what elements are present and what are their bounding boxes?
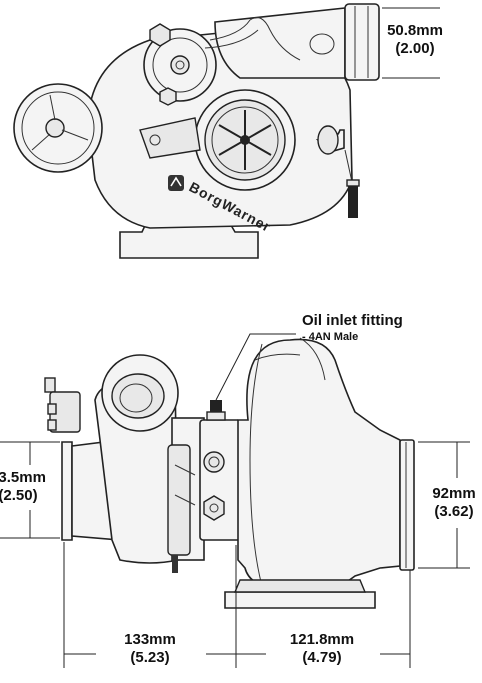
dim-right-length-inch: (4.79) xyxy=(302,649,341,666)
compressor-inlet-flange xyxy=(61,441,73,541)
oil-inlet-callout: Oil inlet fitting - 4AN Male xyxy=(215,312,403,401)
actuator-nut-top xyxy=(149,23,171,47)
bottom-dimension-lengths: 133mm (5.23) 121.8mm (4.79) xyxy=(63,542,411,668)
turbine-base-flange xyxy=(224,591,376,609)
dim-inlet-mm: 63.5mm xyxy=(0,469,46,486)
bearing-block xyxy=(199,419,241,541)
drain-fitting xyxy=(346,179,360,187)
dim-left-length-mm: 133mm xyxy=(124,631,176,648)
side-dimension-outlet: 92mm (3.62) xyxy=(418,441,476,569)
side-view-turbo xyxy=(44,337,415,609)
dim-right-length-mm: 121.8mm xyxy=(290,631,354,648)
drain-fitting-thread xyxy=(348,186,358,218)
top-dimension-outlet: 50.8mm (2.00) xyxy=(382,7,443,79)
borgwarner-logo xyxy=(168,175,184,191)
dim-outlet-mm-top: 50.8mm xyxy=(387,22,443,39)
outlet-flange xyxy=(344,3,380,81)
callout-title: Oil inlet fitting xyxy=(302,312,403,329)
actuator-fitting-top xyxy=(44,377,56,393)
compressor-outlet-pipe xyxy=(214,7,346,79)
top-view-turbo: BorgWarner xyxy=(13,3,380,259)
mounting-bracket xyxy=(139,117,201,159)
turbine-outlet-flange xyxy=(399,439,415,571)
side-dimension-inlet: 63.5mm (2.50) xyxy=(0,441,60,539)
dim-outlet-inch: (3.62) xyxy=(434,503,473,520)
callout-subtitle: - 4AN Male xyxy=(302,331,358,343)
dim-inlet-inch: (2.50) xyxy=(0,487,38,504)
turbine-housing xyxy=(237,338,401,593)
outlet-port xyxy=(309,33,335,55)
dim-left-length-inch: (5.23) xyxy=(130,649,169,666)
water-fitting xyxy=(172,555,178,573)
dim-outlet-inch-top: (2.00) xyxy=(395,40,434,57)
actuator-nut-bottom xyxy=(159,87,177,106)
water-port-upper xyxy=(203,451,225,473)
water-port-lower xyxy=(203,495,225,521)
dim-outlet-mm: 92mm xyxy=(432,485,475,502)
